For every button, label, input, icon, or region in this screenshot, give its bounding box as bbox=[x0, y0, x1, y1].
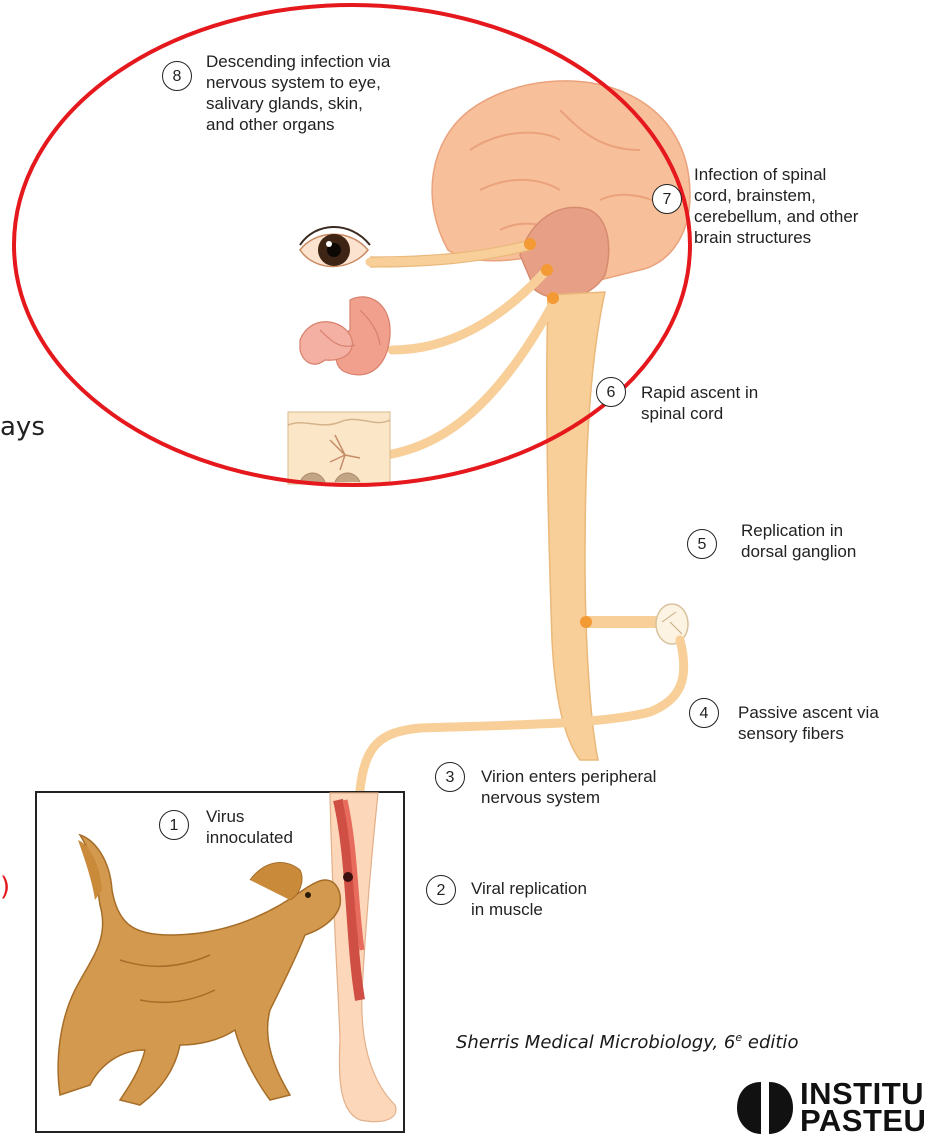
dog-illustration bbox=[58, 835, 340, 1105]
step-3-label: Virion enters peripheral nervous system bbox=[481, 766, 656, 808]
sensory-fiber bbox=[356, 640, 684, 850]
step-4-label: Passive ascent via sensory fibers bbox=[738, 702, 879, 744]
skin-illustration bbox=[288, 412, 390, 484]
step-6-number: 6 bbox=[596, 377, 626, 407]
salivary-glands-illustration bbox=[300, 297, 390, 375]
cropped-side-text: ays bbox=[0, 412, 45, 442]
step-6-label: Rapid ascent in spinal cord bbox=[641, 382, 758, 424]
institut-pasteur-logo-icon bbox=[735, 1078, 795, 1138]
step-7-label: Infection of spinal cord, brainstem, cer… bbox=[694, 164, 858, 248]
step-4-number: 4 bbox=[689, 698, 719, 728]
step-5-label: Replication in dorsal ganglion bbox=[741, 520, 856, 562]
logo-text-line2: PASTEU bbox=[800, 1107, 926, 1134]
citation-tail: editio bbox=[742, 1032, 798, 1053]
step-2-number: 2 bbox=[426, 875, 456, 905]
brain-illustration bbox=[432, 81, 690, 299]
step-1-label: Virus innoculated bbox=[206, 806, 293, 848]
eye-illustration bbox=[300, 227, 370, 267]
step-1-number: 1 bbox=[159, 810, 189, 840]
step-3-number: 3 bbox=[435, 762, 465, 792]
step-5-number: 5 bbox=[687, 529, 717, 559]
leg-illustration bbox=[330, 793, 396, 1122]
step-8-number: 8 bbox=[162, 61, 192, 91]
cropped-red-paren: ) bbox=[0, 872, 10, 902]
step-2-label: Viral replication in muscle bbox=[471, 878, 587, 920]
spinal-cord bbox=[547, 292, 605, 760]
citation-main: Sherris Medical Microbiology, 6 bbox=[456, 1032, 735, 1053]
step-8-label: Descending infection via nervous system … bbox=[206, 51, 390, 135]
citation: Sherris Medical Microbiology, 6e editio bbox=[456, 1031, 798, 1053]
step-7-number: 7 bbox=[652, 184, 682, 214]
